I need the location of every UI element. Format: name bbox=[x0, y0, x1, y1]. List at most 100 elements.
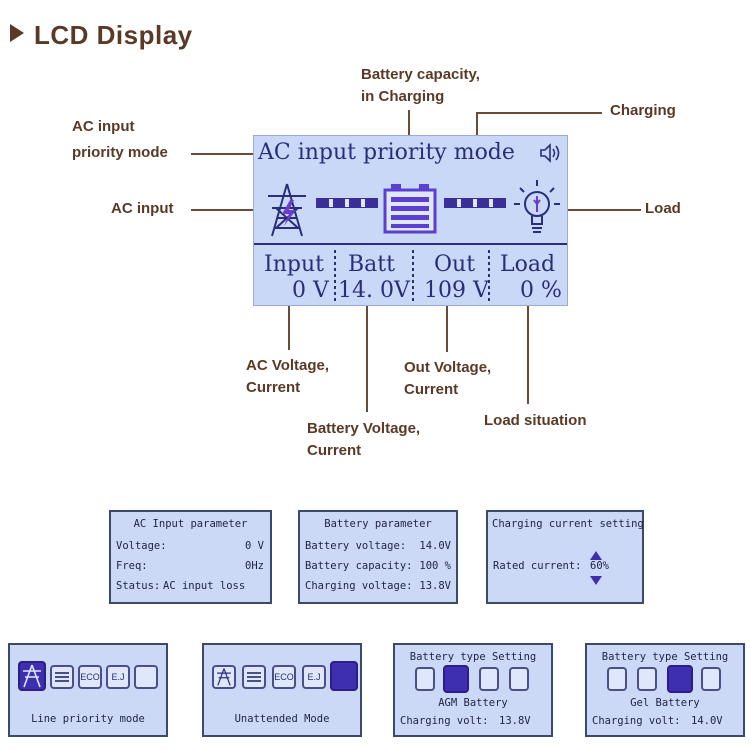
column-separator bbox=[412, 250, 414, 302]
speaker-icon bbox=[540, 143, 560, 163]
line-priority-mode-panel: ECO E.J Line priority mode bbox=[8, 643, 168, 737]
callout-line: Current bbox=[307, 442, 362, 459]
battery-icon bbox=[242, 665, 266, 689]
main-lcd-screen: AC input priority mode bbox=[253, 135, 568, 306]
callout-battery-voltage: Battery Voltage, Current bbox=[307, 418, 420, 462]
battery-type-name: AGM Battery bbox=[438, 697, 508, 709]
gel-battery-panel: Battery type Setting Gel Battery Chargin… bbox=[585, 643, 745, 737]
freq-value: 0Hz bbox=[245, 560, 264, 572]
charging-volt-value: 14.0V bbox=[691, 715, 723, 727]
panel-title: Battery parameter bbox=[324, 518, 432, 530]
input-label: Input bbox=[264, 252, 324, 277]
eco-icon: ECO bbox=[272, 665, 296, 689]
battery-type-icon bbox=[667, 665, 693, 693]
out-value: 109 V bbox=[424, 278, 489, 303]
callout-line: priority mode bbox=[72, 144, 168, 161]
battery-type-icon bbox=[607, 667, 627, 691]
panel-caption: Unattended Mode bbox=[234, 713, 330, 725]
rated-current-label: Rated current: bbox=[493, 560, 582, 572]
section-title: LCD Display bbox=[10, 20, 193, 51]
leader-line bbox=[191, 209, 266, 211]
charging-volt-label: Charging volt: bbox=[400, 715, 489, 727]
tower-icon bbox=[212, 665, 236, 689]
battery-type-icon bbox=[637, 667, 657, 691]
callout-line: Out Voltage, bbox=[404, 359, 492, 376]
voltage-value: 0 V bbox=[245, 540, 264, 552]
callout-line: Current bbox=[246, 379, 301, 396]
panel-title: Battery type Setting bbox=[601, 651, 729, 663]
charging-volt-label: Charging volt: bbox=[592, 715, 681, 727]
ac-link-bar bbox=[316, 198, 378, 208]
battery-type-icon bbox=[443, 665, 469, 693]
leader-line bbox=[446, 304, 448, 352]
battery-type-name: Gel Battery bbox=[630, 697, 700, 709]
panel-title: AC Input parameter bbox=[133, 518, 248, 530]
charging-voltage-label: Charging voltage: bbox=[305, 580, 413, 592]
battery-parameter-panel: Battery parameter Battery voltage: 14.0V… bbox=[298, 510, 458, 604]
panel-title: Charging current setting bbox=[492, 518, 644, 530]
callout-line: Battery Voltage, bbox=[307, 420, 421, 437]
callout-charging: Charging bbox=[610, 102, 676, 119]
load-value: 0 % bbox=[520, 278, 562, 303]
batt-label: Batt bbox=[348, 252, 395, 277]
panel-caption: Line priority mode bbox=[31, 713, 145, 725]
unattended-icon bbox=[134, 665, 158, 689]
light-bulb-icon bbox=[514, 180, 560, 233]
callout-ac-voltage: AC Voltage, Current bbox=[246, 355, 329, 399]
power-tower-icon bbox=[268, 183, 306, 237]
leader-line bbox=[561, 209, 641, 211]
section-title-text: LCD Display bbox=[34, 20, 193, 50]
callout-load-situation: Load situation bbox=[484, 412, 587, 429]
unattended-icon bbox=[330, 661, 358, 691]
batt-value: 14. 0V bbox=[338, 278, 410, 303]
rated-current-value: 60% bbox=[590, 560, 609, 572]
out-label: Out bbox=[434, 252, 476, 277]
mode-text: AC input priority mode bbox=[258, 140, 515, 165]
status-value: AC input loss bbox=[163, 580, 246, 592]
ej-icon: E.J bbox=[302, 665, 326, 689]
input-value: 0 V bbox=[292, 278, 329, 303]
callout-line: AC Voltage, bbox=[246, 357, 330, 374]
battery-capacity-label: Battery capacity: bbox=[305, 560, 413, 572]
callout-ac-input: AC input bbox=[111, 200, 174, 217]
callout-ac-priority: AC input priority mode bbox=[72, 116, 168, 164]
charging-current-setting-panel: Charging current setting Rated current: … bbox=[486, 510, 644, 604]
callout-line: in Charging bbox=[361, 88, 445, 105]
leader-line bbox=[288, 304, 290, 350]
battery-type-icon bbox=[509, 667, 529, 691]
battery-type-icon bbox=[479, 667, 499, 691]
leader-line bbox=[366, 304, 368, 412]
callout-load: Load bbox=[645, 200, 681, 217]
battery-capacity-value: 100 % bbox=[419, 560, 451, 572]
ac-input-parameter-panel: AC Input parameter Voltage: 0 V Freq: 0H… bbox=[109, 510, 272, 604]
charging-volt-value: 13.8V bbox=[499, 715, 531, 727]
load-label: Load bbox=[500, 252, 556, 277]
battery-voltage-label: Battery voltage: bbox=[305, 540, 407, 552]
callout-line: Current bbox=[404, 381, 459, 398]
ej-icon: E.J bbox=[106, 665, 130, 689]
unattended-mode-panel: ECO E.J Unattended Mode bbox=[202, 643, 362, 737]
eco-icon: ECO bbox=[78, 665, 102, 689]
panel-title: Battery type Setting bbox=[409, 651, 537, 663]
column-separator bbox=[488, 250, 490, 302]
lcd-divider bbox=[254, 243, 567, 245]
callout-out-voltage: Out Voltage, Current bbox=[404, 357, 491, 401]
leader-line bbox=[527, 304, 529, 404]
leader-line bbox=[191, 153, 256, 155]
status-label: Status: bbox=[116, 580, 161, 592]
column-separator bbox=[334, 250, 336, 302]
callout-battery-capacity: Battery capacity, in Charging bbox=[361, 64, 480, 108]
up-down-arrows-icon bbox=[590, 551, 602, 585]
battery-icon bbox=[383, 184, 437, 234]
lcd-readouts: Input 0 V Batt 14. 0V Out 109 V Load 0 % bbox=[254, 246, 567, 304]
callout-line: AC input bbox=[72, 118, 135, 135]
charging-voltage-value: 13.8V bbox=[419, 580, 451, 592]
freq-label: Freq: bbox=[116, 560, 148, 572]
agm-battery-panel: Battery type Setting AGM Battery Chargin… bbox=[393, 643, 553, 737]
load-link-bar bbox=[444, 198, 506, 208]
triangle-bullet-icon bbox=[10, 24, 24, 42]
leader-line bbox=[476, 112, 602, 114]
battery-type-icon bbox=[415, 667, 435, 691]
callout-line: Battery capacity, bbox=[361, 66, 480, 83]
voltage-label: Voltage: bbox=[116, 540, 167, 552]
